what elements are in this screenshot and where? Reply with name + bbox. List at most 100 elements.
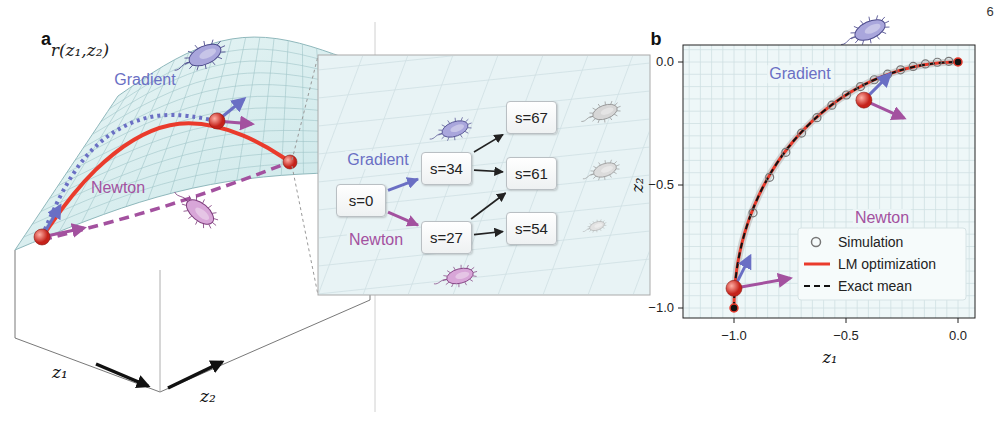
- bacterium-icon-part: [208, 224, 213, 228]
- transition-arrow: [471, 193, 506, 219]
- bacterium-icon-part: [449, 123, 465, 134]
- bacterium-icon: [167, 182, 224, 235]
- bacterium-icon-part: [193, 205, 211, 222]
- plot-grid-part: [683, 49, 975, 50]
- bacterium-icon-part: [220, 46, 225, 48]
- state-sphere: [209, 113, 225, 129]
- newton-path: [42, 162, 290, 240]
- bacterium-icon-part: [583, 228, 591, 232]
- plot-grid-part: [756, 45, 757, 318]
- transition-arrow: [388, 179, 418, 190]
- bacterium-icon-part: [591, 101, 620, 122]
- panel-letter: a: [41, 30, 51, 50]
- legend-label: LM optimization: [838, 256, 936, 272]
- lm-curve: [734, 62, 958, 308]
- surface-grid-part: [58, 119, 360, 186]
- bacterium-icon-part: [434, 279, 448, 284]
- inset-grid-part: [319, 147, 649, 182]
- surface: [15, 37, 370, 250]
- inset-grid-part: [319, 175, 649, 210]
- bacterium-icon-part: [604, 222, 606, 224]
- simulation-point: [857, 83, 865, 91]
- spread-band: [734, 62, 958, 308]
- bacterium-icon-part: [598, 177, 601, 180]
- tick-label: 0.0: [656, 55, 674, 69]
- bacterium-icon-part: [616, 165, 619, 166]
- surface-grid-part: [215, 37, 246, 183]
- panel-letter: b: [651, 30, 662, 50]
- simulation-point: [909, 62, 917, 70]
- simulation-point: [897, 66, 905, 74]
- bacterium-icon-part: [174, 191, 188, 203]
- bacterium-icon-part: [582, 174, 594, 180]
- zoom-line: [292, 166, 318, 295]
- zoom-line: [292, 56, 318, 160]
- state-box: s=0: [336, 184, 386, 217]
- inset-grid-part: [319, 119, 649, 154]
- edge-label: Gradient: [345, 151, 410, 169]
- tick-mark-part: [846, 318, 847, 323]
- bacterium-icon-part: [466, 265, 469, 268]
- legend-box: [798, 228, 966, 300]
- surface-grid-part: [101, 61, 349, 122]
- bacterium-icon-part: [594, 222, 603, 228]
- simulation-point: [921, 60, 929, 68]
- bacterium-icon-part: [186, 40, 224, 71]
- inset-grid-part: [319, 56, 408, 294]
- state-box: s=34: [421, 152, 472, 185]
- legend-label: Simulation: [838, 234, 903, 250]
- bacterium-icon-part: [617, 106, 621, 107]
- bacterium-icon-part: [885, 21, 889, 23]
- legend-swatch-part: [812, 238, 821, 247]
- tick-label: −0.5: [833, 329, 859, 343]
- bacterium-icon: [578, 97, 624, 130]
- surface-grid-part: [32, 152, 366, 224]
- transition-arrow: [388, 212, 418, 225]
- bacterium-icon-part: [852, 15, 889, 44]
- state-sphere: [34, 229, 50, 245]
- bacterium-icon: [431, 261, 480, 293]
- state-label: s=61: [515, 165, 548, 182]
- plot-grid-part: [683, 123, 975, 124]
- state-label: s=67: [515, 109, 548, 126]
- plot-grid-part: [683, 98, 975, 99]
- simulation-point: [870, 76, 878, 84]
- axis-title: z₂: [629, 178, 647, 193]
- plot-grid-part: [683, 148, 975, 149]
- state-box: s=54: [506, 212, 557, 245]
- exact-curve: [734, 62, 958, 308]
- inset-grid-part: [498, 56, 588, 294]
- bacterium-icon: [426, 113, 475, 148]
- bacterium-icon-part: [863, 22, 882, 36]
- plot-grid-part: [745, 45, 746, 318]
- axis-title: z₁: [823, 349, 838, 367]
- plot-grid-part: [689, 45, 690, 318]
- tick-mark-part: [678, 62, 683, 63]
- tick-label: −1.0: [648, 301, 674, 315]
- simulation-point: [945, 57, 953, 65]
- plot-grid: [683, 45, 975, 318]
- page-number: 6: [986, 5, 993, 19]
- bacterium-icon-part: [588, 220, 605, 233]
- inset-grid: [183, 35, 768, 295]
- bacterium-icon-part: [198, 46, 218, 61]
- state-sphere: [856, 92, 872, 108]
- state-box: s=27: [421, 221, 472, 254]
- bacterium-icon-part: [195, 66, 199, 71]
- state-label: s=0: [349, 192, 374, 209]
- simulation-point: [782, 148, 790, 156]
- plot-grid-part: [778, 45, 779, 318]
- plot-grid-part: [683, 160, 975, 161]
- inset-grid-part: [633, 56, 649, 294]
- legend-swatch: [812, 238, 821, 247]
- simulation-point: [766, 173, 774, 181]
- tick-mark-part: [958, 318, 959, 323]
- bacterium-icon: [169, 34, 231, 82]
- legend-label: Exact mean: [838, 278, 912, 294]
- surface-grid-part: [49, 130, 361, 198]
- plot-frame: [683, 45, 975, 318]
- bacterium-icon-part: [460, 265, 462, 269]
- bacterium-icon-part: [447, 137, 450, 141]
- simulation-point: [813, 114, 821, 122]
- simulation-point: [933, 58, 941, 66]
